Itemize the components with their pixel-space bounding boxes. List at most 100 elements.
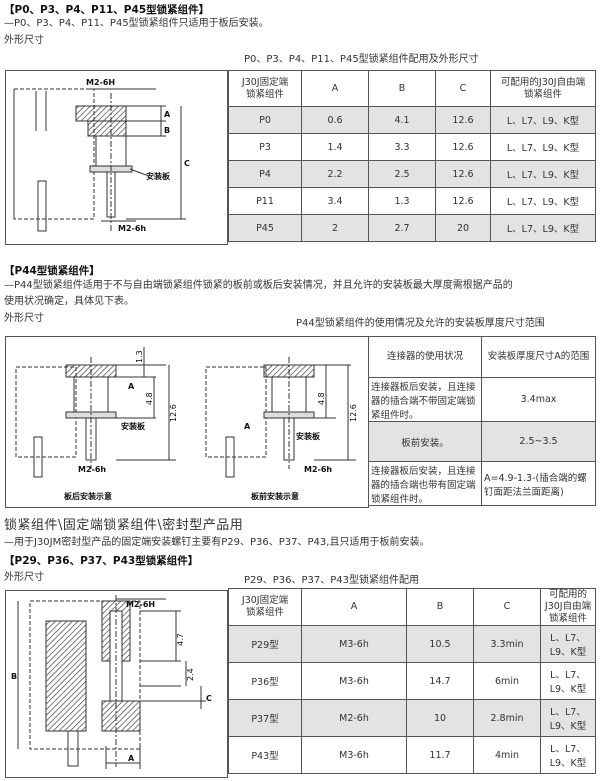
section2-title: 【P44型锁紧组件】 <box>4 265 100 277</box>
section3-diagram: M2-6H 4.7 2.4 C B A <box>5 590 228 778</box>
dim-2-4-label: 2.4 <box>186 668 195 681</box>
s1-header-compatible: 可配用的J30J自由端锁紧组件 <box>490 70 596 107</box>
section2-table: 连接器的使用状况 安装板厚度尺寸A的范围 连接器板后安装，且连接器的插合端不带固… <box>368 336 596 506</box>
cell: 1.4 <box>301 133 369 161</box>
cell: 12.6 <box>435 106 491 134</box>
s1-header-assembly: J30J固定端锁紧组件 <box>228 70 302 107</box>
cell: 1.3 <box>368 187 436 215</box>
s1-header-b: B <box>368 70 436 107</box>
table-row: 连接器板后安装，且连接器的插合端不带固定端锁紧组件时。 3.4max <box>368 377 596 422</box>
cell: 4min <box>473 736 541 774</box>
plate-label: 安装板 <box>146 171 171 181</box>
m2-6h-label-right: M2-6h <box>304 465 332 474</box>
cell: 连接器板后安装，且连接器的插合端不带固定端锁紧组件时。 <box>368 377 482 422</box>
cell: P37型 <box>228 699 302 737</box>
cell: 12.6 <box>435 160 491 188</box>
cell: L、L7、L9、K型 <box>540 736 596 774</box>
section1-description: —P0、P3、P4、P11、P45型锁紧组件只适用于板后安装。 <box>4 18 269 29</box>
dim-4-8-label-right: 4.8 <box>317 392 326 405</box>
cell: L、L7、L9、K型 <box>490 133 596 161</box>
cell: L、L7、L9、K型 <box>490 106 596 134</box>
cell: P11 <box>228 187 302 215</box>
cell: M3-6h <box>301 625 407 663</box>
dim-a-label-right: A <box>244 422 251 431</box>
section3-title: 【P29、P36、P37、P43型锁紧组件】 <box>4 555 199 567</box>
dim-1-3-label: 1.3 <box>135 350 144 363</box>
cell: 10 <box>406 699 474 737</box>
plate-label-left: 安装板 <box>121 421 146 431</box>
dim-b-label: B <box>11 672 17 681</box>
dim-a-label: A <box>164 110 171 119</box>
table-row: 板前安装。 2.5~3.5 <box>368 421 596 462</box>
section3-description: —用于J30JM密封型产品的固定端安装螺钉主要有P29、P36、P37、P43,… <box>4 537 430 548</box>
cell: 3.3min <box>473 625 541 663</box>
cell: 3.4max <box>481 377 596 422</box>
section2-table-caption: P44型锁紧组件的使用情况及允许的安装板厚度尺寸范围 <box>296 318 545 329</box>
s1-header-c: C <box>435 70 491 107</box>
cell: 3.4 <box>301 187 369 215</box>
m2-6h-label-left: M2-6h <box>78 465 106 474</box>
dim-a-label: A <box>128 382 135 391</box>
p0-lock-assembly-drawing: M2-6H A B C 安装板 M2-6h <box>13 78 190 233</box>
m2-6h-label: M2-6H <box>126 600 155 609</box>
caption-front-mount: 板前安装示意 <box>251 491 299 501</box>
cell: P0 <box>228 106 302 134</box>
dim-12-6-label-right: 12.6 <box>349 404 358 422</box>
dim-c-label: C <box>206 694 212 703</box>
cell: M3-6h <box>301 662 407 700</box>
cell: P45 <box>228 214 302 242</box>
cell: 12.6 <box>435 187 491 215</box>
cell: 2.7 <box>368 214 436 242</box>
cell: L、L7、L9、K型 <box>490 160 596 188</box>
section2-description-line1: —P44型锁紧组件适用于不与自由端锁紧组件锁紧的板前或板后安装情况，并且允许的安… <box>4 280 513 291</box>
section3-table-caption: P29、P36、P37、P43型锁紧组件配用 <box>244 575 420 586</box>
cell: 2.5 <box>368 160 436 188</box>
cell: P29型 <box>228 625 302 663</box>
section2-outline-label: 外形尺寸 <box>4 313 44 324</box>
m2-6h-lower-label: M2-6h <box>118 224 146 233</box>
s2-header-usage: 连接器的使用状况 <box>368 336 482 378</box>
cell: P4 <box>228 160 302 188</box>
cell: L、L7、L9、K型 <box>540 699 596 737</box>
cell: L、L7、L9、K型 <box>540 662 596 700</box>
section3-heading: 锁紧组件\固定端锁紧组件\密封型产品用 <box>4 518 244 533</box>
section1-title: 【P0、P3、P4、P11、P45型锁紧组件】 <box>4 4 210 16</box>
cell: 6min <box>473 662 541 700</box>
dim-4-8-label: 4.8 <box>145 392 154 405</box>
section1-diagram: M2-6H A B C 安装板 M2-6h <box>5 70 228 245</box>
table-row: 连接器板后安装，且连接器的插合端也带有固定端锁紧组件时。 A=4.9-1.3-(… <box>368 461 596 506</box>
cell: 14.7 <box>406 662 474 700</box>
cell: 3.3 <box>368 133 436 161</box>
cell: L、L7、L9、K型 <box>540 625 596 663</box>
dim-b-label: B <box>164 126 170 135</box>
cell: L、L7、L9、K型 <box>490 214 596 242</box>
section2-description-line2: 使用状况确定，具体见下表。 <box>4 296 134 307</box>
cell: P36型 <box>228 662 302 700</box>
cell: 0.6 <box>301 106 369 134</box>
s3-header-assembly: J30J固定端锁紧组件 <box>228 588 302 626</box>
cell: A=4.9-1.3-(插合端的螺钉面距法兰面距离) <box>481 461 596 506</box>
m2-6h-upper-label: M2-6H <box>86 78 115 87</box>
cell: 2.8min <box>473 699 541 737</box>
cell: 20 <box>435 214 491 242</box>
dim-c-label: C <box>184 159 190 168</box>
cell: 11.7 <box>406 736 474 774</box>
s2-header-range: 安装板厚度尺寸A的范围 <box>481 336 596 378</box>
cell: L、L7、L9、K型 <box>490 187 596 215</box>
cell: M2-6h <box>301 699 407 737</box>
s3-header-c: C <box>473 588 541 626</box>
cell: P43型 <box>228 736 302 774</box>
cell: 12.6 <box>435 133 491 161</box>
plate-label-right: 安装板 <box>296 431 321 441</box>
cell: 板前安装。 <box>368 421 482 462</box>
section1-table-caption: P0、P3、P4、P11、P45型锁紧组件配用及外形尺寸 <box>244 54 479 65</box>
cell: 2.5~3.5 <box>481 421 596 462</box>
